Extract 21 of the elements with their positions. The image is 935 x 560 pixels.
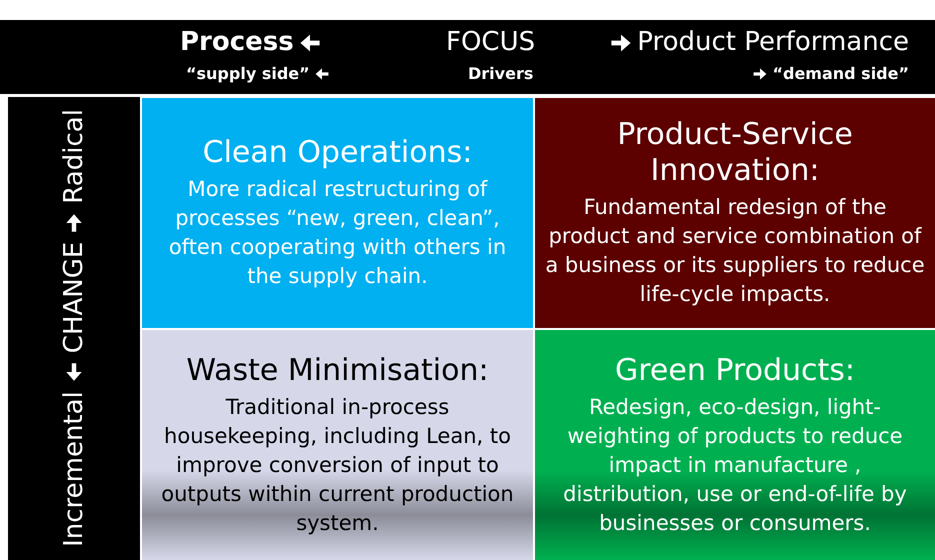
axis-label: Product Performance	[637, 26, 909, 59]
axis-title: CHANGE	[58, 242, 90, 354]
quadrant-description: Fundamental redesign of the product and service combination of a business or its suppliers to reduce life-cycle impacts.	[544, 194, 926, 308]
axis-sublabel: “supply side”	[186, 63, 310, 85]
quadrant-box	[142, 330, 533, 560]
quadrant-description: Redesign, eco-design, light-weighting of products to reduce impact in manufacture , distribution, use or end-of-life by businesses or consumers.	[562, 394, 908, 536]
quadrant-description: More radical restructuring of processes “new, green, clean”, often cooperating with others in the supply chain.	[168, 176, 508, 290]
axis-sublabel: Drivers	[468, 63, 534, 85]
quadrant-heading: Product-Service Innovation:	[616, 117, 854, 189]
axis-title: FOCUS	[446, 26, 536, 59]
quadrant-heading: Green Products:	[614, 352, 856, 388]
quadrant-description: Traditional in-process housekeeping, including Lean, to improve conversion of input to outputs within current production system.	[160, 394, 515, 536]
quadrant-box	[142, 98, 533, 328]
quadrant-box	[535, 98, 935, 328]
axis-label: Incremental	[58, 391, 90, 547]
quadrant-heading: Waste Minimisation:	[186, 352, 489, 388]
axis-label: Process	[180, 26, 294, 59]
axis-label: Radical	[58, 109, 90, 204]
axis-sublabel: “demand side”	[772, 63, 909, 85]
quadrant-box	[535, 330, 935, 560]
quadrant-heading: Clean Operations:	[202, 135, 472, 171]
